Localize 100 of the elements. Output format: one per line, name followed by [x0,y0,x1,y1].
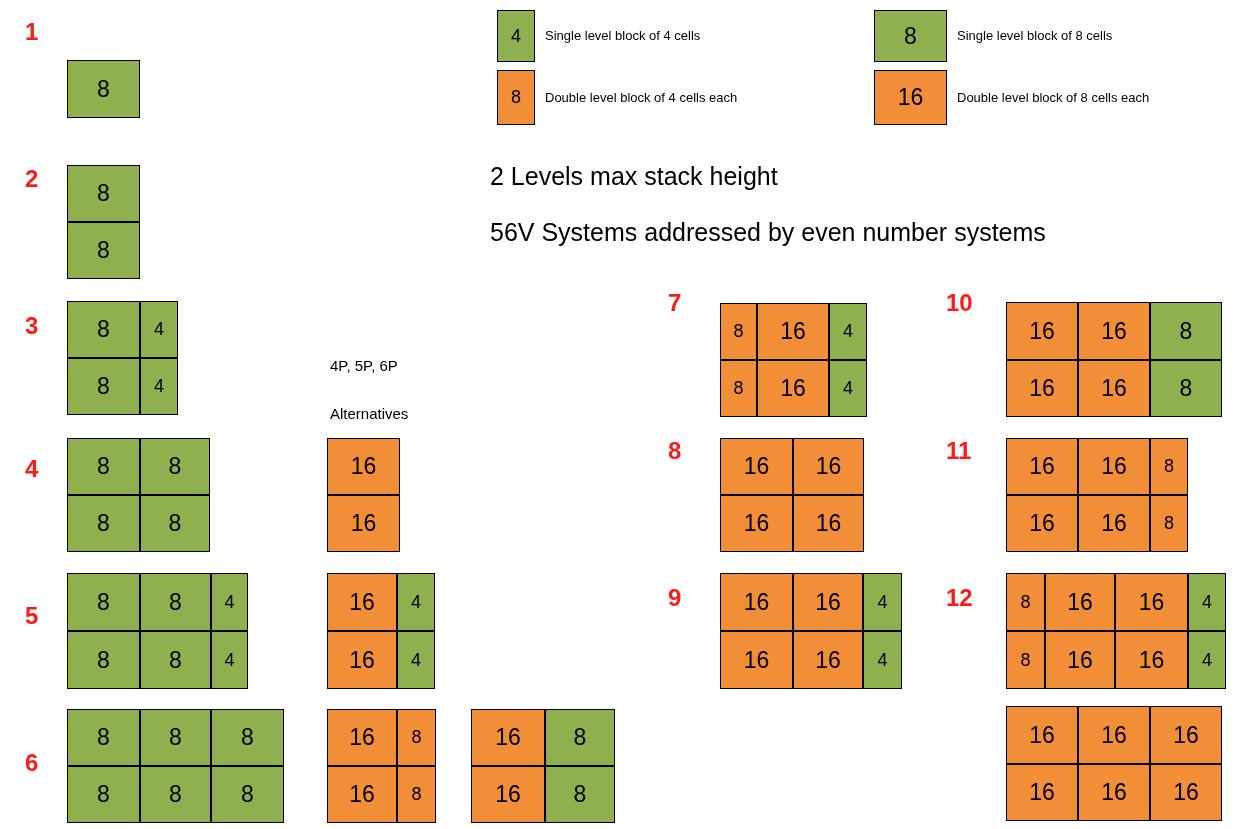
battery-block: 4 [140,358,178,415]
configuration-number: 10 [946,289,973,317]
battery-block: 16 [1078,764,1150,821]
note-text: 2 Levels max stack height [490,162,778,191]
configuration-number: 11 [946,437,972,465]
battery-block: 16 [757,303,829,360]
battery-block: 16 [1006,360,1078,417]
battery-block: 8 [211,709,284,766]
configuration-number: 8 [668,437,682,465]
battery-block: 8 [67,766,140,823]
battery-block: 16 [793,573,863,631]
configuration-number: 4 [25,455,39,483]
battery-block: 16 [720,438,793,495]
battery-block: 16 [720,631,793,689]
note-text: 56V Systems addressed by even number systems [490,218,1046,247]
battery-block: 8 [140,573,211,631]
battery-block: 16 [1078,302,1150,360]
battery-block: 8 [140,631,211,689]
battery-block: 16 [327,631,397,689]
battery-block: 4 [211,573,248,631]
battery-block: 8 [1150,360,1222,417]
battery-block: 8 [140,709,211,766]
battery-block: 16 [1045,573,1115,631]
battery-block: 16 [1078,438,1150,495]
battery-block: 4 [140,301,178,358]
battery-block: 16 [793,495,864,552]
note-text: 4P, 5P, 6P [330,357,398,374]
legend-block: 4 [497,10,535,62]
battery-block: 4 [1188,573,1226,631]
battery-block: 4 [211,631,248,689]
battery-block: 8 [67,165,140,222]
battery-block: 8 [140,495,210,552]
battery-block: 8 [67,358,140,415]
battery-block: 8 [720,360,757,417]
battery-block: 16 [327,573,397,631]
battery-block: 16 [327,766,397,823]
configuration-number: 6 [25,749,39,777]
legend-block: 8 [497,70,535,125]
battery-block: 16 [1006,302,1078,360]
battery-block: 16 [1150,706,1222,764]
configuration-number: 2 [25,165,39,193]
battery-block: 16 [1045,631,1115,689]
battery-block: 4 [397,573,435,631]
battery-block: 8 [545,766,615,823]
battery-block: 8 [211,766,284,823]
battery-block: 4 [829,360,867,417]
battery-block: 8 [1150,438,1188,495]
battery-block: 16 [1006,706,1078,764]
battery-block: 16 [793,631,863,689]
battery-block: 16 [471,766,545,823]
legend-block: 8 [874,10,947,62]
configuration-number: 9 [668,584,682,612]
note-text: Alternatives [330,405,409,422]
battery-block: 8 [67,631,140,689]
battery-block: 8 [1006,631,1045,689]
configuration-number: 1 [25,18,39,46]
battery-block: 4 [863,573,902,631]
battery-block: 16 [1150,764,1222,821]
battery-block: 8 [1150,495,1188,552]
battery-block: 8 [140,438,210,495]
battery-block: 16 [1078,495,1150,552]
battery-block: 16 [471,709,545,766]
battery-block: 8 [545,709,615,766]
configuration-number: 7 [668,289,682,317]
configuration-number: 3 [25,312,39,340]
block-caption: Double level block of 8 cells each [957,89,1150,105]
battery-block: 16 [793,438,864,495]
battery-block: 4 [863,631,902,689]
battery-block: 4 [1188,631,1226,689]
battery-block: 8 [397,766,436,823]
configuration-number: 5 [25,602,39,630]
battery-block: 8 [397,709,436,766]
battery-block: 16 [1006,438,1078,495]
battery-block: 8 [140,766,211,823]
battery-block: 8 [67,709,140,766]
battery-block: 16 [327,495,400,552]
battery-block: 16 [720,573,793,631]
configuration-number: 12 [946,584,973,612]
battery-block: 4 [829,303,867,360]
block-caption: Single level block of 8 cells [957,28,1113,43]
battery-block: 16 [1115,631,1188,689]
battery-block: 8 [720,303,757,360]
battery-block: 16 [327,709,397,766]
block-caption: Double level block of 4 cells each [545,89,738,105]
battery-block: 16 [327,438,400,495]
battery-block: 16 [1006,495,1078,552]
battery-block: 8 [67,222,140,279]
battery-block: 8 [1006,573,1045,631]
legend-block: 16 [874,70,947,125]
battery-block: 16 [1078,706,1150,764]
block-caption: Single level block of 4 cells [545,28,701,43]
battery-block: 8 [67,495,140,552]
battery-block: 8 [67,438,140,495]
battery-block: 8 [67,60,140,118]
battery-block: 8 [67,301,140,358]
battery-block: 8 [1150,302,1222,360]
battery-block: 16 [720,495,793,552]
battery-block: 8 [67,573,140,631]
battery-block: 16 [1115,573,1188,631]
battery-block: 4 [397,631,435,689]
